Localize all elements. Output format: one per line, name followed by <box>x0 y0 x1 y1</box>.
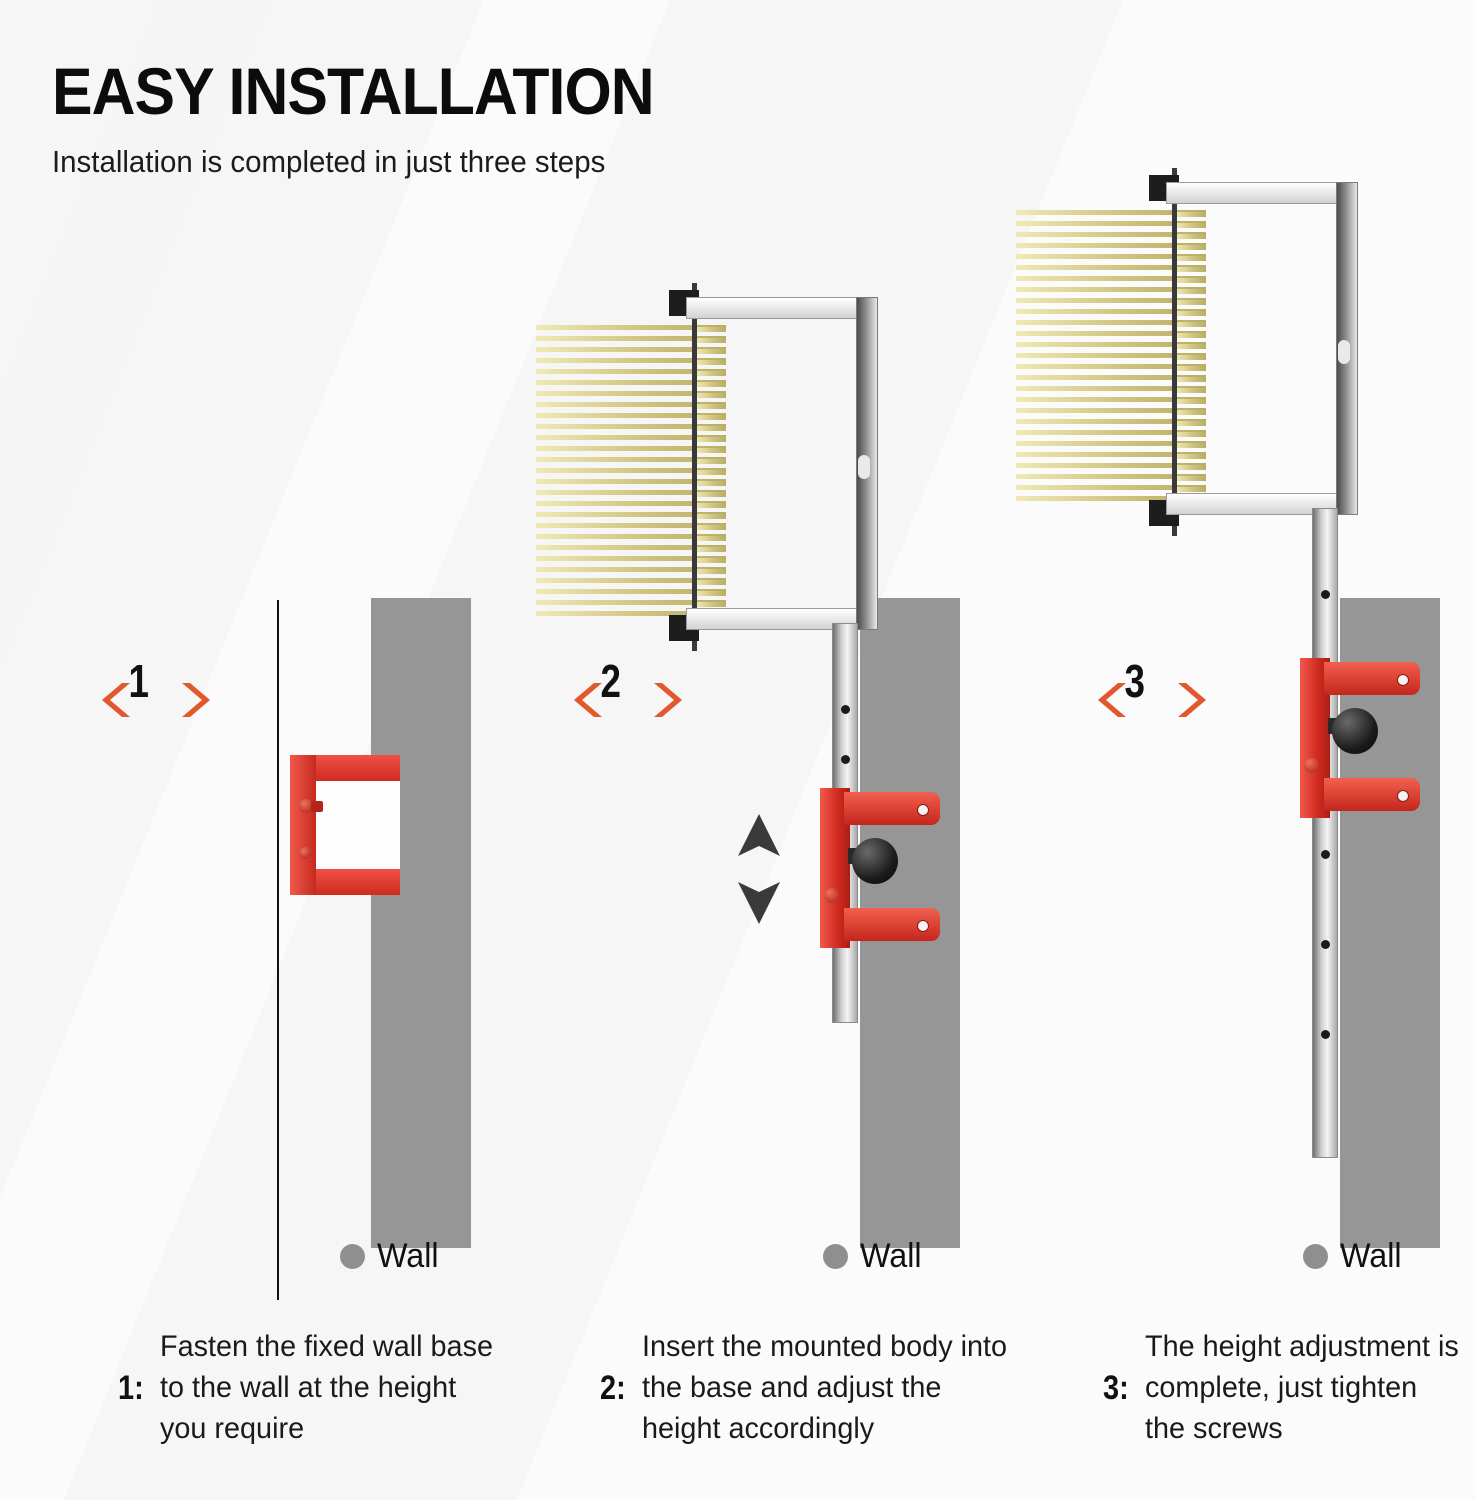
background-watermark-band-2 <box>0 0 609 1500</box>
drying-rods-inner-step-3 <box>1176 208 1206 513</box>
wall-legend-label-1: Wall <box>377 1237 439 1275</box>
step-marker-2: 2 <box>572 655 682 717</box>
background-watermark-band-1 <box>0 0 270 1500</box>
wall-legend-dot-icon <box>1303 1244 1328 1269</box>
frame-top-rail-step-2 <box>686 297 876 319</box>
caption-number-2: 2: <box>600 1368 626 1407</box>
step-number-3: 3 <box>1124 655 1146 707</box>
step-number-2: 2 <box>600 655 622 707</box>
wall-legend-label-2: Wall <box>860 1237 922 1275</box>
hanger-bar-step-2 <box>692 283 697 651</box>
arrow-down-icon <box>738 882 780 924</box>
step-marker-1: 1 <box>100 655 210 717</box>
red-clamp-step-2 <box>820 788 940 948</box>
locking-knob-step-2 <box>852 838 898 884</box>
hanger-bar-step-3 <box>1172 168 1177 536</box>
locking-knob-step-3 <box>1332 708 1378 754</box>
caption-number-1: 1: <box>118 1368 144 1407</box>
wall-legend-2: Wall <box>823 1237 925 1276</box>
wall-legend-1: Wall <box>340 1237 442 1276</box>
step-caption-1: 1: Fasten the fixed wall base to the wal… <box>118 1327 518 1449</box>
step-1-red-wall-base <box>290 755 400 895</box>
wall-legend-3: Wall <box>1303 1237 1405 1276</box>
page-title: EASY INSTALLATION <box>52 54 655 128</box>
caption-text-2: Insert the mounted body into the base an… <box>642 1330 1008 1445</box>
caption-number-3: 3: <box>1103 1368 1129 1407</box>
vertical-reference-line <box>277 600 279 1300</box>
step-marker-3: 3 <box>1096 655 1206 717</box>
wall-legend-dot-icon <box>340 1244 365 1269</box>
drying-rods-inner-step-2 <box>696 323 726 628</box>
step-caption-3: 3: The height adjustment is complete, ju… <box>1103 1327 1473 1449</box>
adjustable-mast-step-3 <box>1312 508 1338 1158</box>
wall-legend-label-3: Wall <box>1340 1237 1402 1275</box>
wall-slab-step-1 <box>371 598 471 1248</box>
wall-legend-dot-icon <box>823 1244 848 1269</box>
page-subtitle: Installation is completed in just three … <box>52 144 606 179</box>
header: EASY INSTALLATION Installation is comple… <box>52 58 706 180</box>
height-adjust-arrows <box>736 812 782 926</box>
caption-text-3: The height adjustment is complete, just … <box>1145 1330 1460 1445</box>
step-number-1: 1 <box>128 655 150 707</box>
step-3-assembly <box>1000 160 1460 1190</box>
step-caption-2: 2: Insert the mounted body into the base… <box>600 1327 1030 1449</box>
red-clamp-step-3 <box>1300 658 1420 818</box>
caption-text-1: Fasten the fixed wall base to the wall a… <box>160 1330 494 1445</box>
wall-slab-step-3 <box>1340 598 1440 1248</box>
frame-top-rail-step-3 <box>1166 182 1356 204</box>
arrow-up-icon <box>738 814 780 856</box>
